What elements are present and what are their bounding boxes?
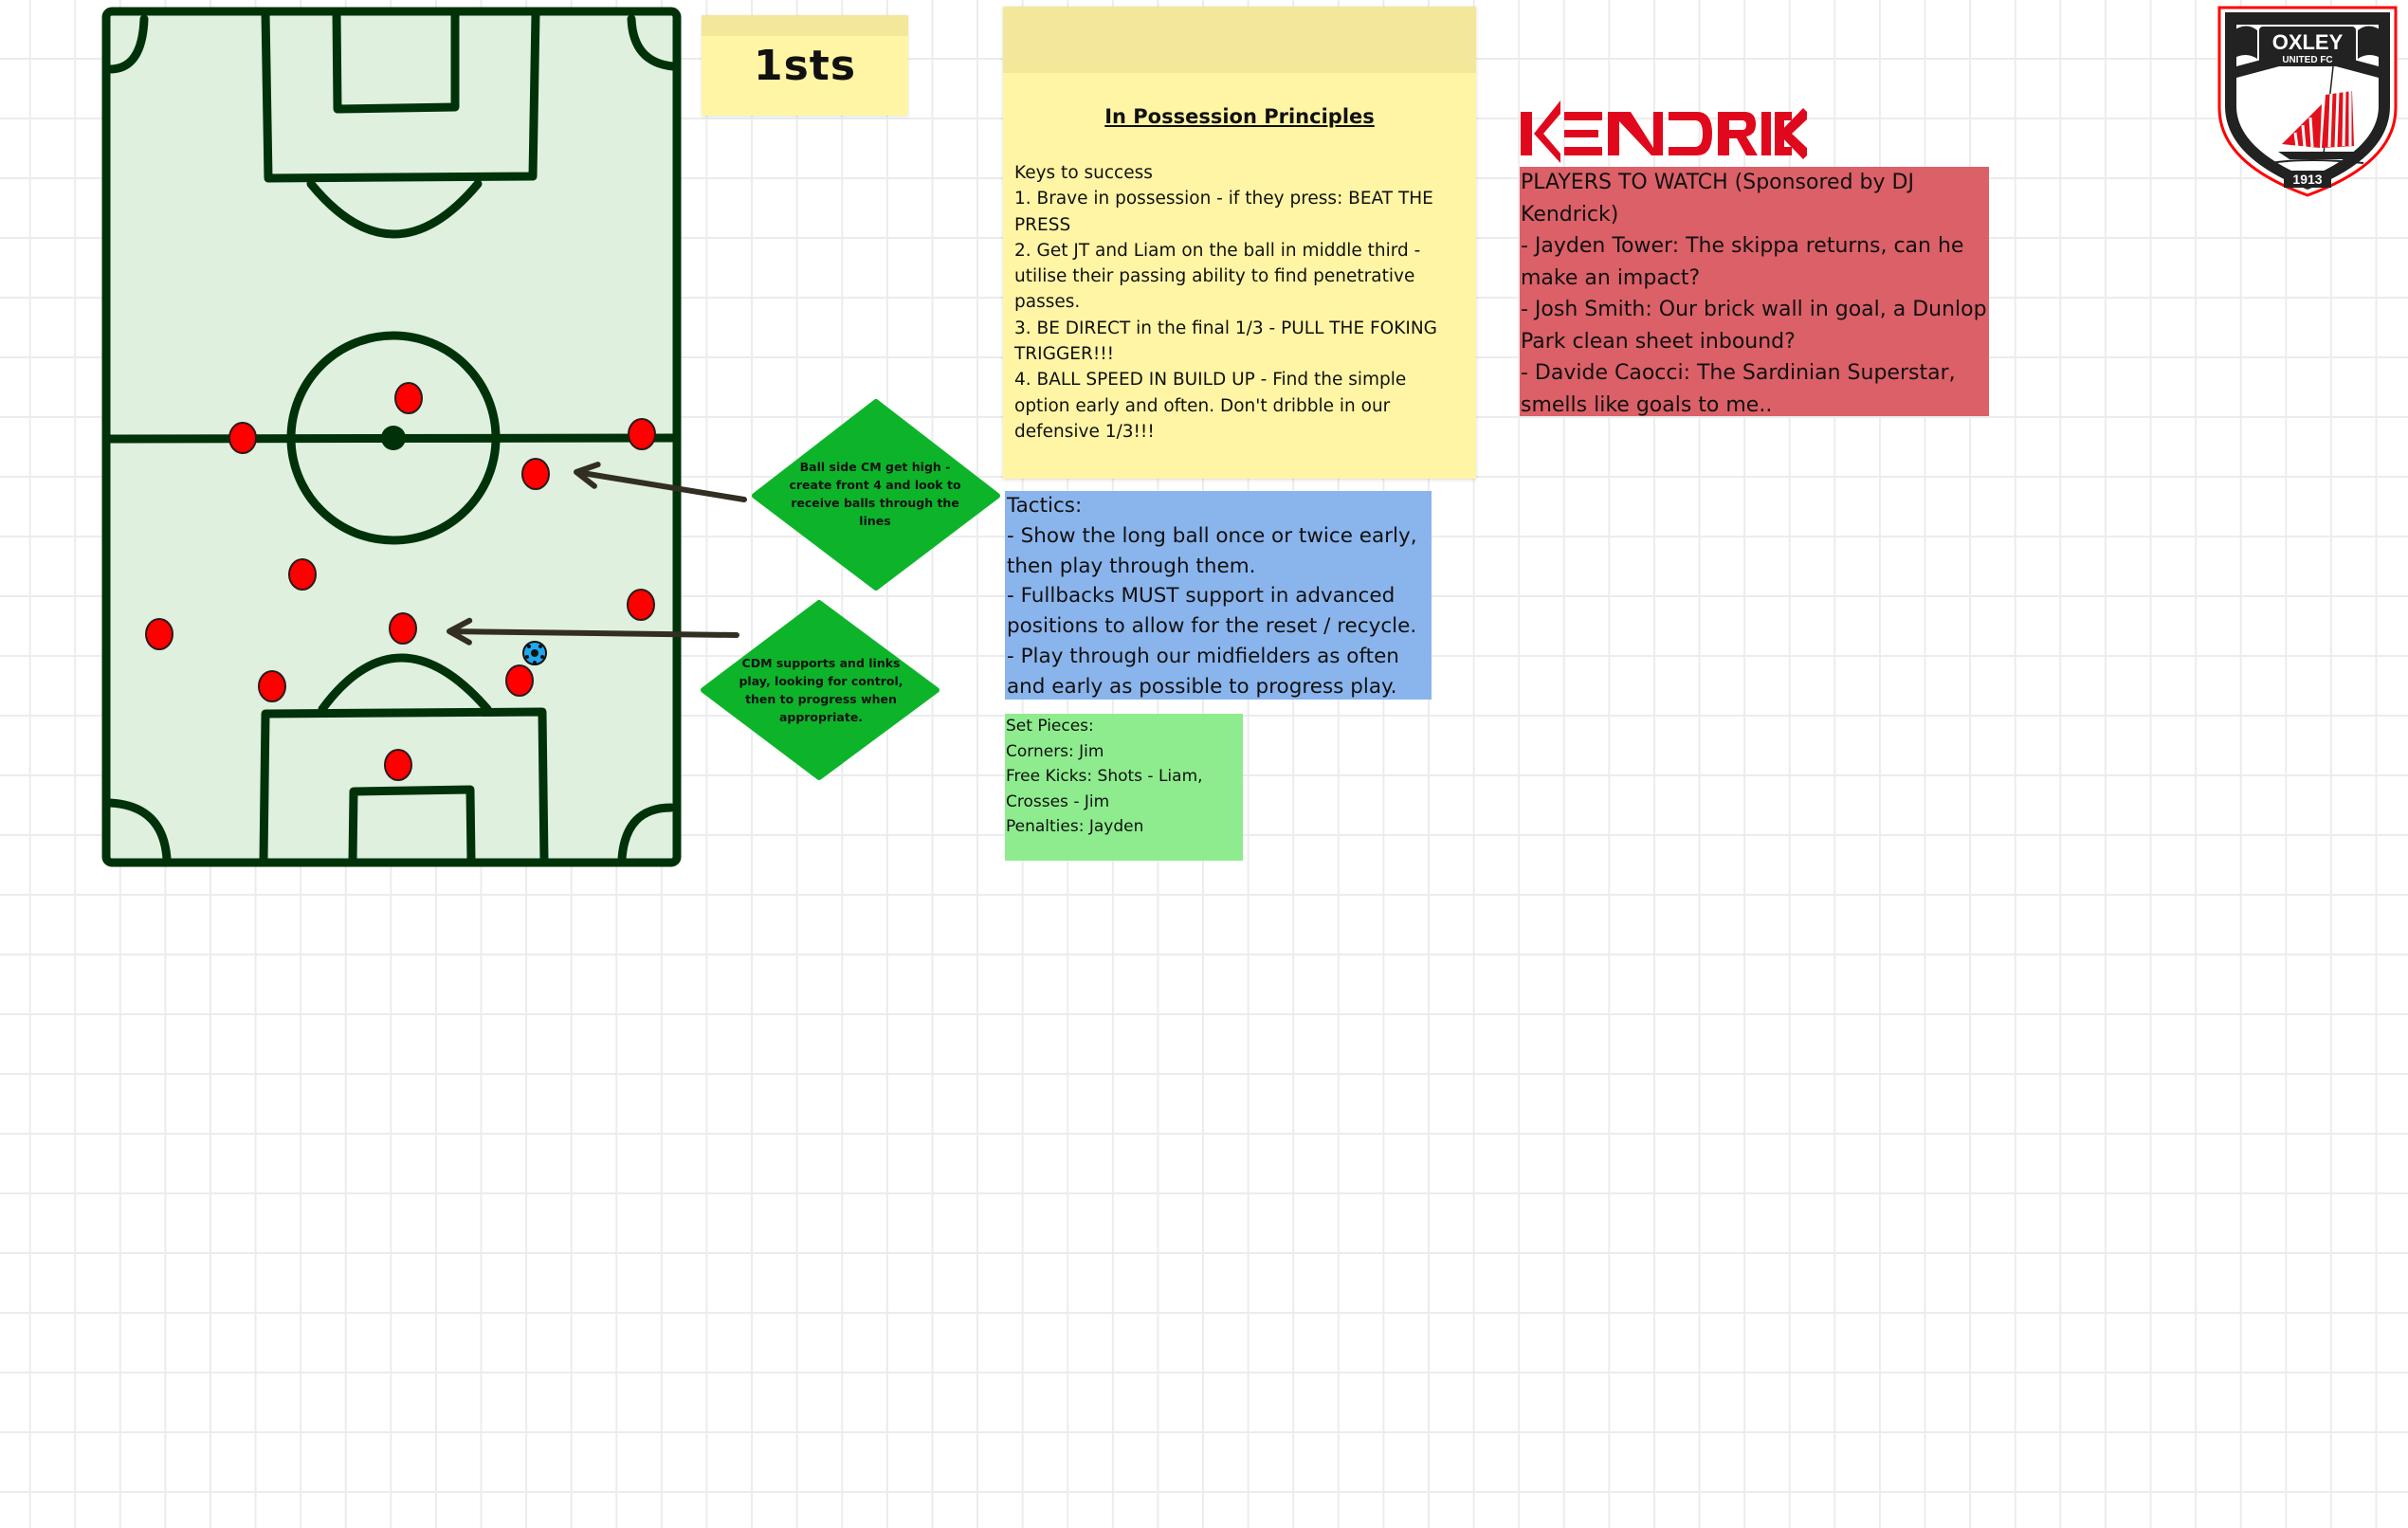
player-item: - Jayden Tower: The skippa returns, can … <box>1521 234 1964 290</box>
tactics-note[interactable]: Tactics: - Show the long ball once or tw… <box>1005 491 1432 700</box>
tactics-item: - Show the long ball once or twice early… <box>1007 523 1417 578</box>
diamond-cdm-text[interactable]: CDM supports and links play, looking for… <box>739 656 903 724</box>
badge-year: 1913 <box>2292 172 2322 187</box>
kendrick-logo-icon <box>1521 100 1807 163</box>
pitch-markings <box>101 7 682 867</box>
principle-item: 1. Brave in possession - if they press: … <box>1014 189 1433 235</box>
badge-name: OXLEY <box>2272 30 2344 54</box>
tactics-item: - Fullbacks MUST support in advanced pos… <box>1007 584 1417 639</box>
principle-item: 4. BALL SPEED IN BUILD UP - Find the sim… <box>1014 370 1407 442</box>
set-pieces-note[interactable]: Set Pieces: Corners: Jim Free Kicks: Sho… <box>1005 714 1243 861</box>
players-to-watch-note[interactable]: PLAYERS TO WATCH (Sponsored by DJ Kendri… <box>1520 167 1989 417</box>
set-pieces-line: Penalties: Jayden <box>1006 817 1144 836</box>
title-sticky-note[interactable]: 1sts <box>702 15 908 116</box>
team-title: 1sts <box>753 42 857 90</box>
badge-subtitle: UNITED FC <box>2282 55 2332 65</box>
principles-subheading: Keys to success <box>1014 163 1153 183</box>
set-pieces-line: Free Kicks: Shots - Liam, Crosses - Jim <box>1006 767 1203 811</box>
set-pieces-line: Corners: Jim <box>1006 741 1104 761</box>
club-crest-icon: OXLEY UNITED FC 1913 <box>2217 6 2398 197</box>
principles-body: Keys to success 1. Brave in possession -… <box>1003 160 1476 445</box>
tactics-title: Tactics: <box>1007 494 1083 518</box>
diamond-cm-text[interactable]: Ball side CM get high - create front 4 a… <box>789 460 961 528</box>
players-title: PLAYERS TO WATCH (Sponsored by DJ Kendri… <box>1521 171 1914 227</box>
sticky-strip <box>702 15 908 36</box>
player-item: - Josh Smith: Our brick wall in goal, a … <box>1521 298 1987 354</box>
principles-heading: In Possession Principles <box>1104 105 1375 128</box>
sticky-strip <box>1003 7 1476 73</box>
set-pieces-title: Set Pieces: <box>1006 717 1094 736</box>
tactics-item: - Play through our midfielders as often … <box>1007 644 1399 699</box>
oxley-united-badge: OXLEY UNITED FC 1913 <box>2212 4 2403 197</box>
kendrick-sponsor-logo <box>1521 100 1807 163</box>
football-pitch <box>99 4 686 868</box>
principles-sticky-note[interactable]: In Possession Principles Keys to success… <box>1003 7 1476 479</box>
principle-item: 2. Get JT and Liam on the ball in middle… <box>1014 240 1421 313</box>
principle-item: 3. BE DIRECT in the final 1/3 - PULL THE… <box>1014 318 1438 365</box>
player-item: - Davide Caocci: The Sardinian Superstar… <box>1521 361 1956 417</box>
